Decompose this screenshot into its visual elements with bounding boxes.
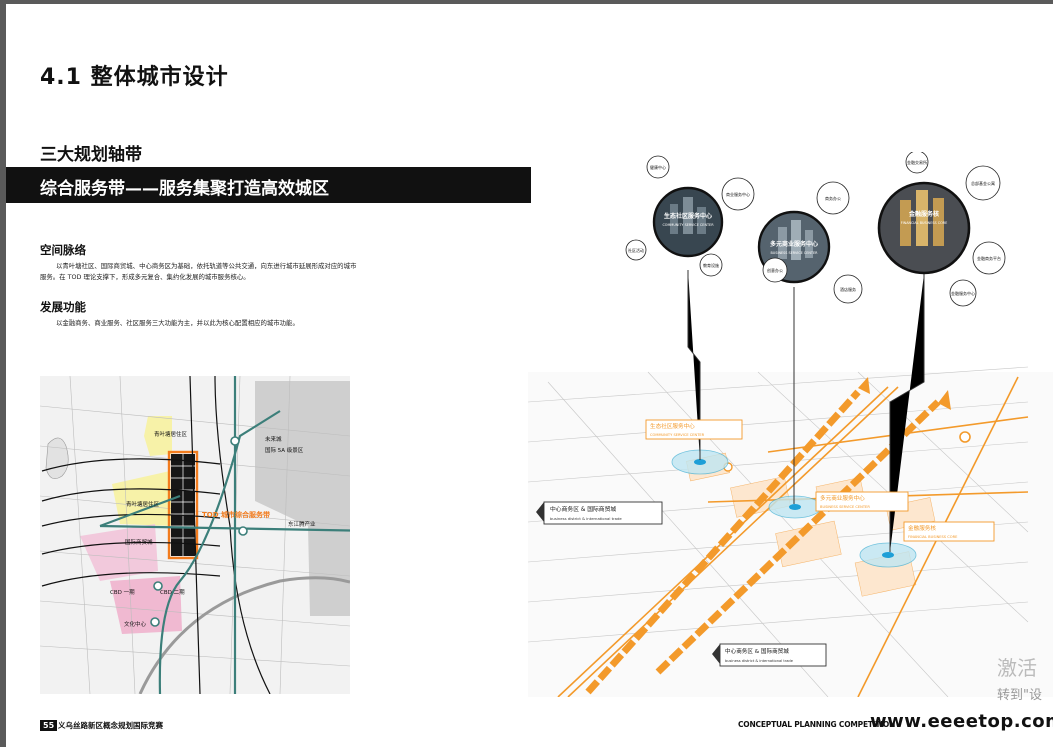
planning-map: 青叶塘居住区 未来城 国际 5A 级景区 青叶塘居住区 东江腾产业 国际商贸城 … bbox=[40, 376, 350, 694]
bubble-3: 社区活动 bbox=[628, 247, 644, 253]
page-title: 4.1 整体城市设计 bbox=[40, 65, 229, 90]
label-tod: TOD 城市综合服务带 bbox=[202, 510, 270, 519]
zone-yellow-2 bbox=[112, 471, 172, 526]
svg-text:多元商业服务中心: 多元商业服务中心 bbox=[820, 494, 865, 502]
page-number: 55 bbox=[40, 720, 58, 731]
section-banner: 综合服务带——服务集聚打造高效城区 bbox=[6, 167, 531, 203]
bubble-2: 商业服务中心 bbox=[726, 191, 750, 197]
svg-text:生态社区服务中心: 生态社区服务中心 bbox=[650, 422, 695, 430]
svg-text:中心商务区 & 国际商贸城: 中心商务区 & 国际商贸城 bbox=[550, 505, 616, 513]
sign-cbd-left: 中心商务区 & 国际商贸城 business district & intern… bbox=[536, 501, 663, 525]
footer-project: 义乌丝路新区概念规划国际竞赛 bbox=[58, 721, 163, 730]
paragraph-function: 以金融商务、商业服务、社区服务三大功能为主，并以此为核心配置相应的城市功能。 bbox=[56, 319, 299, 327]
bubble-6: 创意办公 bbox=[767, 267, 783, 273]
bubble-5: 商务办公 bbox=[825, 195, 841, 201]
circle-financial-title: 金融服务核 bbox=[908, 210, 939, 218]
svg-text:BUSINESS SERVICE CENTER: BUSINESS SERVICE CENTER bbox=[820, 505, 870, 509]
heading-function: 发展功能 bbox=[40, 300, 86, 314]
hub-community bbox=[671, 449, 729, 475]
svg-text:business district & internatio: business district & international trade bbox=[550, 516, 622, 521]
document-page: 4.1 整体城市设计 三大规划轴带 综合服务带——服务集聚打造高效城区 空间脉络… bbox=[6, 4, 1053, 747]
label-weilai: 未来城 bbox=[265, 435, 282, 443]
label-cbd1: CBD 一期 bbox=[110, 589, 135, 596]
svg-text:FINANCIAL BUSINESS CORE: FINANCIAL BUSINESS CORE bbox=[908, 535, 958, 539]
svg-text:COMMUNITY SERVICE CENTER: COMMUNITY SERVICE CENTER bbox=[650, 433, 705, 437]
activation-overlay-line2: 转到"设 bbox=[997, 688, 1042, 703]
label-wenhua: 文化中心 bbox=[124, 620, 147, 628]
bubble-4: 教育设施 bbox=[703, 262, 719, 268]
footer-competition: CONCEPTUAL PLANNING COMPETITION bbox=[738, 720, 896, 729]
map-label-business: 多元商业服务中心 BUSINESS SERVICE CENTER bbox=[815, 491, 909, 512]
axonometric-diagram: 生态社区服务中心 COMMUNITY SERVICE CENTER 多元商业服务… bbox=[527, 150, 1053, 698]
zone-yellow-1 bbox=[144, 416, 172, 456]
map-label-financial: 金融服务核 FINANCIAL BUSINESS CORE bbox=[903, 521, 995, 542]
zone-pink-1 bbox=[80, 524, 158, 581]
svg-text:business district & internatio: business district & international trade bbox=[725, 659, 794, 663]
section-subtitle: 三大规划轴带 bbox=[40, 145, 142, 165]
hub-financial bbox=[859, 542, 917, 568]
sign-cbd-bottom: 中心商务区 & 国际商贸城 business district & intern… bbox=[712, 643, 827, 667]
heading-spatial: 空间脉络 bbox=[40, 243, 86, 257]
circle-community: 生态社区服务中心 COMMUNITY SERVICE CENTER bbox=[652, 186, 724, 258]
bubble-9: 总部基金公寓 bbox=[971, 180, 995, 186]
bubble-10: 金融商务平台 bbox=[977, 255, 1001, 261]
bubble-7: 酒店服务 bbox=[840, 286, 856, 292]
bubble-1: 健康中心 bbox=[650, 164, 666, 170]
label-cbd2: CBD 二期 bbox=[160, 589, 185, 596]
label-qingye-b: 青叶塘居住区 bbox=[126, 500, 160, 508]
circle-community-title: 生态社区服务中心 bbox=[664, 212, 712, 220]
circle-financial: 金融服务核 FINANCIAL BUSINESS CORE bbox=[877, 181, 971, 275]
circle-business-en: BUSINESS SERVICE CENTER bbox=[770, 251, 818, 255]
svg-text:中心商务区 & 国际商贸城: 中心商务区 & 国际商贸城 bbox=[725, 647, 789, 655]
planning-map-svg: 青叶塘居住区 未来城 国际 5A 级景区 青叶塘居住区 东江腾产业 国际商贸城 … bbox=[40, 376, 350, 694]
paragraph-spatial: 以青叶塘社区、国际商贸城、中心商务区为基础，依托轨道等公共交通，向东进行城市延展… bbox=[40, 262, 357, 281]
tod-outline bbox=[167, 450, 199, 560]
activation-overlay-line1: 激活 bbox=[997, 656, 1037, 680]
circle-business-title: 多元商业服务中心 bbox=[770, 240, 818, 248]
bubble-8: 金融交易所 bbox=[907, 159, 927, 165]
svg-text:金融服务核: 金融服务核 bbox=[908, 524, 936, 532]
axonometric-svg: 生态社区服务中心 COMMUNITY SERVICE CENTER 多元商业服务… bbox=[527, 150, 1053, 698]
hub-business bbox=[768, 495, 822, 519]
bubble-11: 金融服务中心 bbox=[951, 290, 975, 296]
circle-financial-en: FINANCIAL BUSINESS CORE bbox=[901, 221, 948, 225]
map-label-community: 生态社区服务中心 COMMUNITY SERVICE CENTER bbox=[645, 419, 743, 440]
watermark-url: www.eeeetop.com bbox=[870, 711, 1053, 732]
label-dongfang: 东江腾产业 bbox=[288, 520, 316, 528]
label-guoji-shangmao: 国际商贸城 bbox=[125, 538, 153, 546]
label-guoji: 国际 5A 级景区 bbox=[265, 446, 304, 454]
label-qingye-a: 青叶塘居住区 bbox=[154, 430, 188, 438]
circle-community-en: COMMUNITY SERVICE CENTER bbox=[662, 223, 714, 227]
